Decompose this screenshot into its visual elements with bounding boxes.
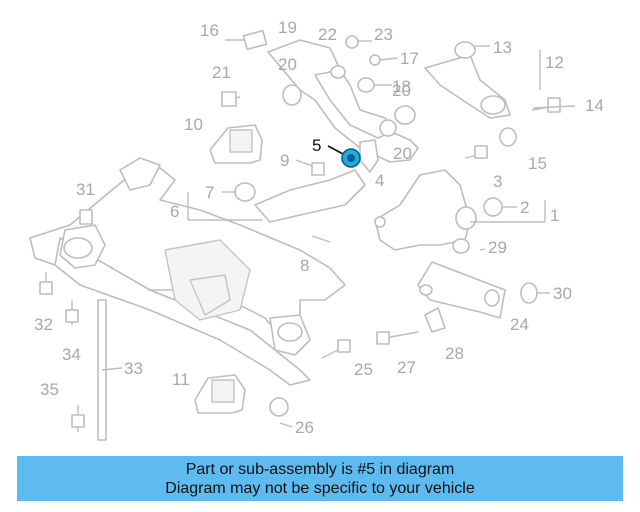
callout-7: 7 [205,183,214,202]
callout-28: 28 [445,344,464,363]
callout-16: 16 [200,21,219,40]
bolt-9 [295,159,325,176]
callout-26: 26 [295,418,314,437]
bolt-35 [71,405,85,432]
callout-33: 33 [124,359,143,378]
washer-29 [452,238,470,254]
callout-20c: 20 [392,81,411,100]
highlighted-part-5 [327,145,361,168]
callout-labels: 1 2 3 4 5 6 7 8 9 10 11 12 13 14 15 16 1… [34,18,604,437]
callout-20b: 20 [393,144,412,163]
callout-3: 3 [493,172,502,191]
parts-diagram: 1 2 3 4 5 6 7 8 9 10 11 12 13 14 15 16 1… [29,18,604,441]
bolt-32 [39,272,53,295]
mount-10 [209,124,263,164]
callout-34: 34 [62,345,81,364]
bushing-26 [269,397,289,417]
bolt-21 [221,91,241,107]
small-parts-top [345,35,398,93]
callout-29: 29 [488,238,507,257]
callout-13: 13 [493,38,512,57]
callout-24: 24 [510,315,529,334]
bolt-16 [225,29,268,51]
callout-23: 23 [374,25,393,44]
subframe [29,157,346,386]
callout-11: 11 [172,370,190,389]
callout-4: 4 [375,171,384,190]
bolt-31 [79,209,93,225]
callout-leaders [101,50,576,428]
callout-14: 14 [585,96,604,115]
ring-30 [520,282,538,304]
bushing-15 [499,127,517,147]
bolt-25 [321,339,351,359]
link-24 [417,261,506,319]
callout-12: 12 [545,53,564,72]
lateral-arm-12-13 [424,41,511,119]
callout-2: 2 [520,198,529,217]
bolt-8 [311,235,331,243]
callout-6: 6 [170,202,179,221]
mount-11 [194,374,246,414]
callout-18: 18 [392,77,411,96]
callout-1: 1 [550,206,559,225]
bracket-28 [424,307,446,333]
upper-arm-group [267,39,419,163]
callout-17: 17 [400,49,419,68]
callout-5: 5 [312,136,321,155]
callout-22: 22 [318,25,337,44]
callout-20a: 20 [278,55,297,74]
callout-10: 10 [184,115,203,134]
callout-32: 32 [34,315,53,334]
callout-9: 9 [280,151,289,170]
bracket-4 [359,139,379,173]
bolt-3 [464,145,488,159]
callout-27: 27 [397,358,416,377]
callout-21: 21 [212,63,231,82]
lower-arm-6-7 [187,169,366,223]
info-banner: Part or sub-assembly is #5 in diagram Di… [17,456,623,501]
callout-35: 35 [40,380,59,399]
callout-30: 30 [553,284,572,303]
bushing-2 [470,197,546,223]
bolt-27 [376,331,419,345]
callout-15: 15 [528,154,547,173]
callout-31: 31 [76,180,95,199]
banner-line-2: Diagram may not be specific to your vehi… [165,480,475,497]
bolt-34 [65,300,79,325]
callout-25: 25 [354,360,373,379]
bolt-14 [531,97,561,113]
knuckle-1 [374,169,477,251]
callout-8: 8 [300,256,309,275]
banner-line-1: Part or sub-assembly is #5 in diagram [185,461,455,478]
callout-19: 19 [278,18,297,37]
